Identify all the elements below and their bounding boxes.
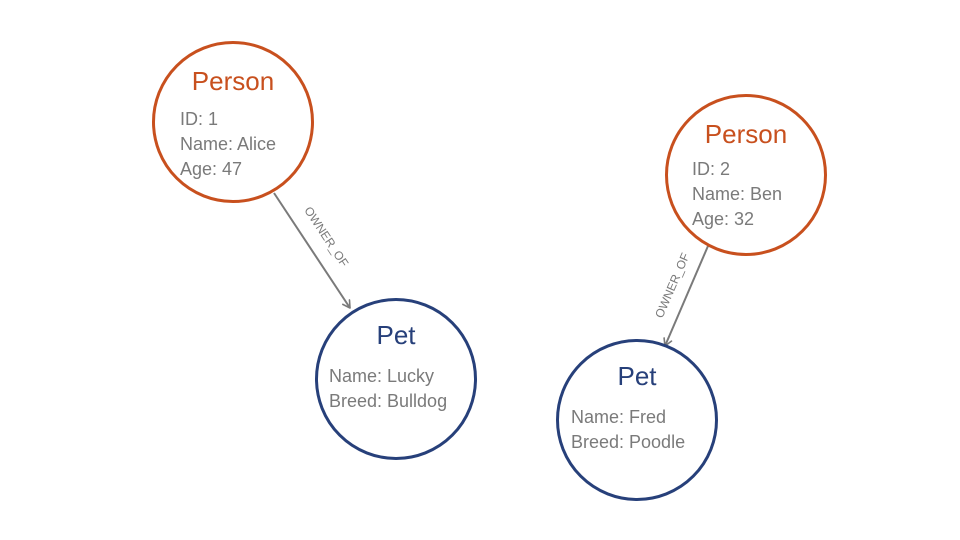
edge-ben-owner-of-fred[interactable]: OWNER_OF: [652, 245, 709, 347]
person-node-ben[interactable]: Person ID: 2 Name: Ben Age: 32: [665, 94, 827, 256]
property-name: Name: Fred: [571, 407, 667, 427]
node-properties: Name: Lucky Breed: Bulldog: [329, 364, 447, 414]
node-properties: ID: 2 Name: Ben Age: 32: [692, 157, 782, 232]
edge-alice-owner-of-lucky[interactable]: OWNER_OF: [273, 192, 351, 309]
property-name: Name: Lucky: [329, 366, 435, 386]
node-properties: ID: 1 Name: Alice Age: 47: [180, 107, 276, 182]
property-breed: Breed: Bulldog: [329, 391, 448, 411]
property-age: Age: 32: [692, 209, 755, 229]
node-properties: Name: Fred Breed: Poodle: [571, 405, 685, 455]
property-id: ID: 2: [692, 159, 731, 179]
node-label: Person: [704, 119, 788, 149]
edge-line[interactable]: [273, 192, 351, 309]
pet-node-fred[interactable]: Pet Name: Fred Breed: Poodle: [556, 339, 718, 501]
edge-label-owner-of: OWNER_OF: [652, 251, 692, 320]
property-name: Name: Alice: [180, 134, 277, 154]
node-label: Pet: [376, 320, 416, 350]
edge-line[interactable]: [663, 245, 709, 347]
property-name: Name: Ben: [692, 184, 783, 204]
edge-label-owner-of: OWNER_OF: [301, 204, 351, 270]
node-label: Pet: [617, 361, 657, 391]
node-label: Person: [191, 66, 275, 96]
property-id: ID: 1: [180, 109, 219, 129]
property-breed: Breed: Poodle: [571, 432, 686, 452]
person-node-alice[interactable]: Person ID: 1 Name: Alice Age: 47: [152, 41, 314, 203]
property-age: Age: 47: [180, 159, 243, 179]
pet-node-lucky[interactable]: Pet Name: Lucky Breed: Bulldog: [315, 298, 477, 460]
